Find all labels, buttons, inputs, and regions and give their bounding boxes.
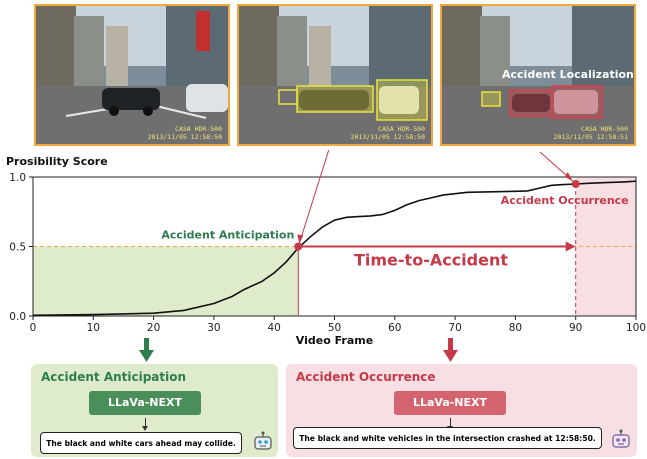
frame-2-timestamp: 2013/11/05 12:58:50 (350, 133, 425, 141)
y-axis-label: Prosibility Score (6, 155, 108, 168)
anticipation-caption: The black and white cars ahead may colli… (40, 432, 242, 454)
y-tick-label: 0.5 (9, 242, 26, 254)
x-tick-label: 60 (388, 322, 401, 334)
x-tick-label: 100 (626, 322, 646, 334)
dashcam-frame-3: Accident Localization CASA HDR-500 2013/… (440, 4, 636, 146)
x-tick-label: 20 (147, 322, 160, 334)
anticipation-region (33, 246, 299, 316)
dashcam-frame-1: CASA HDR-500 2013/11/05 12:58:50 (34, 4, 230, 146)
x-tick-label: 70 (448, 322, 461, 334)
anticipation-down-arrow (144, 338, 149, 352)
time-to-accident-label: Time-to-Accident (354, 251, 508, 270)
occurrence-caption: The black and white vehicles in the inte… (293, 427, 602, 449)
anticipation-model-button: LLaVa-NEXT (89, 391, 201, 415)
occurrence-point (571, 179, 580, 188)
yellow-bbox (296, 85, 374, 113)
occurrence-model-arrow (447, 418, 453, 431)
x-ticks: 0 10 20 30 40 50 60 70 80 90 100 (30, 316, 646, 334)
probability-curve (32, 180, 637, 317)
anticipation-point (294, 242, 303, 251)
frame-3-stamp: CASA HDR-500 2013/11/05 12:58:51 (554, 125, 628, 141)
street-scene-2 (239, 6, 431, 144)
occurrence-panel: Accident Occurrence LLaVa-NEXT The black… (286, 364, 637, 457)
anticipation-panel-title: Accident Anticipation (41, 370, 187, 384)
y-ticks: 0.0 0.5 1.0 (9, 172, 33, 323)
x-tick-label: 0 (30, 322, 37, 334)
probability-chart: 0 10 20 30 40 50 60 70 80 90 100 0.0 0.5 1.0 Prosibi… (6, 150, 646, 347)
frame-1-timestamp: 2013/11/05 12:58:50 (147, 133, 222, 141)
occurrence-label: Accident Occurrence (501, 194, 629, 207)
occurrence-model-button: LLaVa-NEXT (394, 391, 506, 415)
frame-3-timestamp: 2013/11/05 12:58:51 (553, 133, 628, 141)
down-arrows (139, 338, 458, 362)
x-tick-label: 50 (328, 322, 341, 334)
x-tick-label: 90 (569, 322, 582, 334)
dashcam-frame-2: CASA HDR-500 2013/11/05 12:58:50 (237, 4, 433, 146)
x-tick-label: 40 (268, 322, 281, 334)
red-bbox (509, 89, 553, 117)
x-axis-label: Video Frame (296, 334, 373, 347)
occurrence-region (575, 177, 636, 316)
y-tick-label: 1.0 (9, 172, 26, 184)
frame-3-pointer-head (564, 171, 573, 181)
frame-2-camera: CASA HDR-500 (378, 125, 425, 133)
frame-2-pointer (298, 150, 330, 244)
occurrence-down-arrow (448, 338, 453, 352)
y-tick-label: 0.0 (9, 311, 26, 323)
anticipation-label: Accident Anticipation (161, 229, 294, 242)
x-tick-label: 80 (509, 322, 522, 334)
x-tick-label: 10 (87, 322, 100, 334)
anticipation-model-arrow (142, 418, 148, 431)
frame-1-camera: CASA HDR-500 (175, 125, 222, 133)
x-tick-label: 30 (207, 322, 220, 334)
accident-localization-label: Accident Localization (502, 68, 634, 81)
street-scene-1 (36, 6, 228, 144)
robot-icon (254, 431, 272, 450)
time-to-accident-arrowhead (565, 241, 576, 252)
anticipation-panel: Accident Anticipation LLaVa-NEXT The bla… (31, 364, 278, 457)
frame-3-camera: CASA HDR-500 (581, 125, 628, 133)
frame-2-pointer-head (297, 234, 304, 244)
robot-icon (612, 429, 630, 448)
occurrence-panel-title: Accident Occurrence (296, 370, 436, 384)
frame-1-stamp: CASA HDR-500 2013/11/05 12:58:50 (148, 125, 222, 141)
street-scene-3: Accident Localization (442, 6, 634, 144)
frame-2-stamp: CASA HDR-500 2013/11/05 12:58:50 (351, 125, 425, 141)
